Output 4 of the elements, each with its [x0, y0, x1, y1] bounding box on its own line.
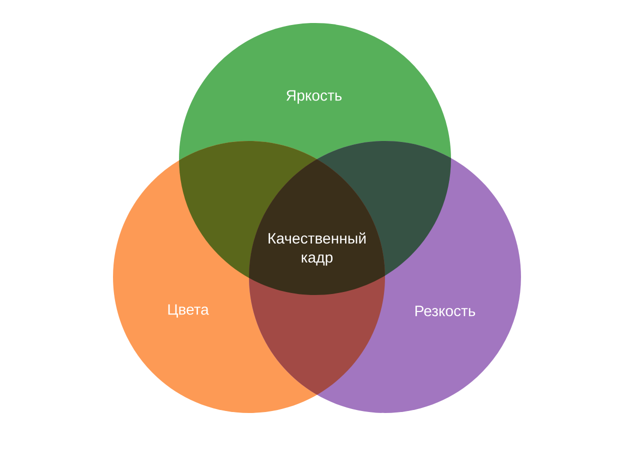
circle-label: Цвета — [168, 304, 209, 318]
circle-label: Яркость — [286, 90, 342, 104]
center-label: Качественный кадр — [268, 232, 366, 266]
circle-label: Резкость — [415, 306, 476, 316]
